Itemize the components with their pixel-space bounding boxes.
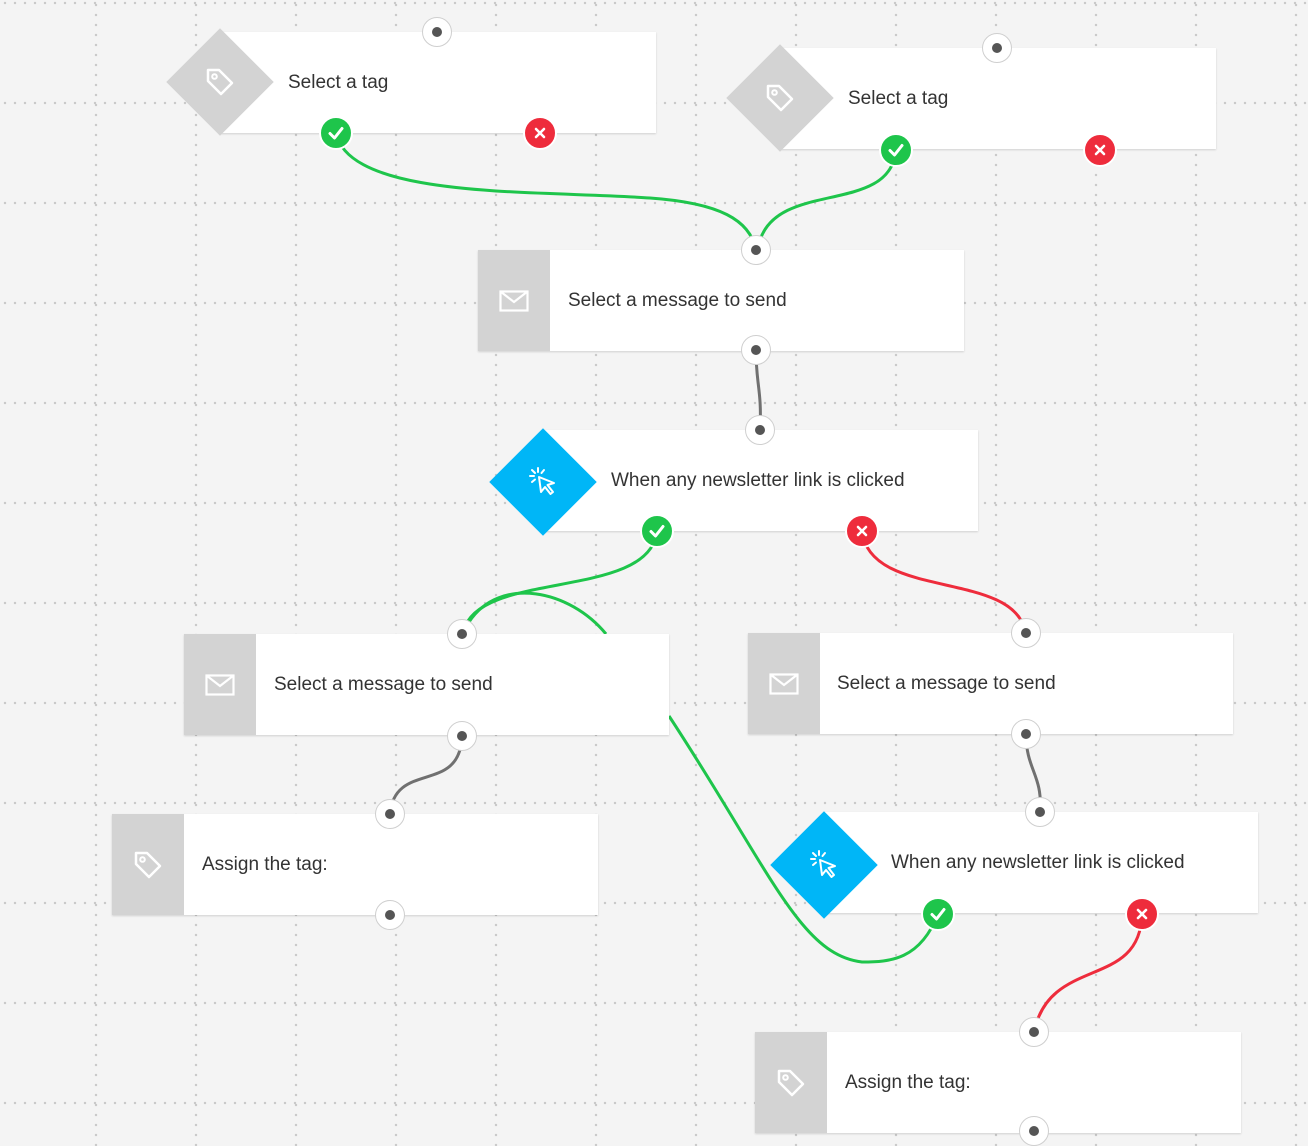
- output-port[interactable]: [447, 721, 477, 751]
- connector-yes-click2-loop[interactable]: [467, 591, 608, 635]
- tag-condition-diamond[interactable]: [726, 44, 834, 152]
- input-port[interactable]: [1011, 618, 1041, 648]
- node-label: Select a message to send: [837, 672, 1056, 694]
- tag-condition-node[interactable]: Select a tag: [780, 48, 1216, 149]
- link-click-diamond[interactable]: [489, 428, 597, 536]
- yes-outcome-button[interactable]: [921, 897, 955, 931]
- connector-no-click2-to-assign2[interactable]: [1032, 913, 1144, 1033]
- checkmark-icon: [888, 144, 904, 157]
- node-label: Select a message to send: [274, 673, 493, 695]
- tag-condition-diamond[interactable]: [166, 28, 274, 136]
- yes-outcome-button[interactable]: [319, 116, 353, 150]
- output-port[interactable]: [1011, 719, 1041, 749]
- no-outcome-button[interactable]: [1083, 133, 1117, 167]
- x-icon: [856, 525, 868, 537]
- tag-icon-block: [755, 1032, 827, 1133]
- input-port[interactable]: [447, 619, 477, 649]
- input-port[interactable]: [1025, 797, 1055, 827]
- connector-yes-click1-to-message2[interactable]: [462, 530, 659, 631]
- tag-icon: [764, 82, 796, 114]
- node-label: When any newsletter link is clicked: [611, 469, 905, 491]
- connector-message2-to-assign1[interactable]: [388, 735, 464, 815]
- tag-condition-node[interactable]: Select a tag: [220, 32, 656, 133]
- x-icon: [1136, 908, 1148, 920]
- output-port[interactable]: [375, 900, 405, 930]
- envelope-icon: [205, 673, 235, 696]
- connector-yes-tag2-to-message1[interactable]: [758, 149, 898, 241]
- input-port[interactable]: [745, 415, 775, 445]
- yes-outcome-button[interactable]: [879, 133, 913, 167]
- assign-tag-node[interactable]: Assign the tag:: [755, 1032, 1241, 1133]
- connector-yes-tag1-to-message1[interactable]: [334, 132, 758, 251]
- cursor-click-icon: [807, 848, 841, 882]
- send-message-node[interactable]: Select a message to send: [184, 634, 669, 735]
- node-label: Assign the tag:: [845, 1071, 971, 1093]
- node-label: Select a message to send: [568, 289, 787, 311]
- input-port[interactable]: [741, 235, 771, 265]
- no-outcome-button[interactable]: [845, 514, 879, 548]
- send-message-node[interactable]: Select a message to send: [748, 633, 1233, 734]
- message-icon-block: [478, 250, 550, 351]
- tag-icon: [134, 851, 162, 878]
- output-port[interactable]: [1019, 1116, 1049, 1146]
- tag-icon-block: [112, 814, 184, 915]
- envelope-icon: [499, 289, 529, 312]
- message-icon-block: [748, 633, 820, 734]
- tag-icon: [777, 1069, 805, 1096]
- tag-icon: [204, 66, 236, 98]
- send-message-node[interactable]: Select a message to send: [478, 250, 964, 351]
- link-click-diamond[interactable]: [770, 811, 878, 919]
- link-click-condition-node[interactable]: When any newsletter link is clicked: [543, 430, 978, 531]
- x-icon: [534, 127, 546, 139]
- cursor-click-icon: [526, 465, 560, 499]
- node-label: Select a tag: [288, 71, 389, 93]
- checkmark-icon: [328, 127, 344, 140]
- node-label: Assign the tag:: [202, 853, 328, 875]
- envelope-icon: [769, 672, 799, 695]
- input-port[interactable]: [982, 33, 1012, 63]
- checkmark-icon: [930, 908, 946, 921]
- node-label: Select a tag: [848, 87, 949, 109]
- no-outcome-button[interactable]: [523, 116, 557, 150]
- assign-tag-node[interactable]: Assign the tag:: [112, 814, 598, 915]
- input-port[interactable]: [422, 17, 452, 47]
- node-label: When any newsletter link is clicked: [891, 851, 1185, 873]
- input-port[interactable]: [375, 799, 405, 829]
- checkmark-icon: [649, 525, 665, 538]
- no-outcome-button[interactable]: [1125, 897, 1159, 931]
- input-port[interactable]: [1019, 1017, 1049, 1047]
- link-click-condition-node[interactable]: When any newsletter link is clicked: [823, 812, 1258, 913]
- output-port[interactable]: [741, 335, 771, 365]
- x-icon: [1094, 144, 1106, 156]
- message-icon-block: [184, 634, 256, 735]
- connector-no-click1-to-message3[interactable]: [860, 530, 1027, 631]
- yes-outcome-button[interactable]: [640, 514, 674, 548]
